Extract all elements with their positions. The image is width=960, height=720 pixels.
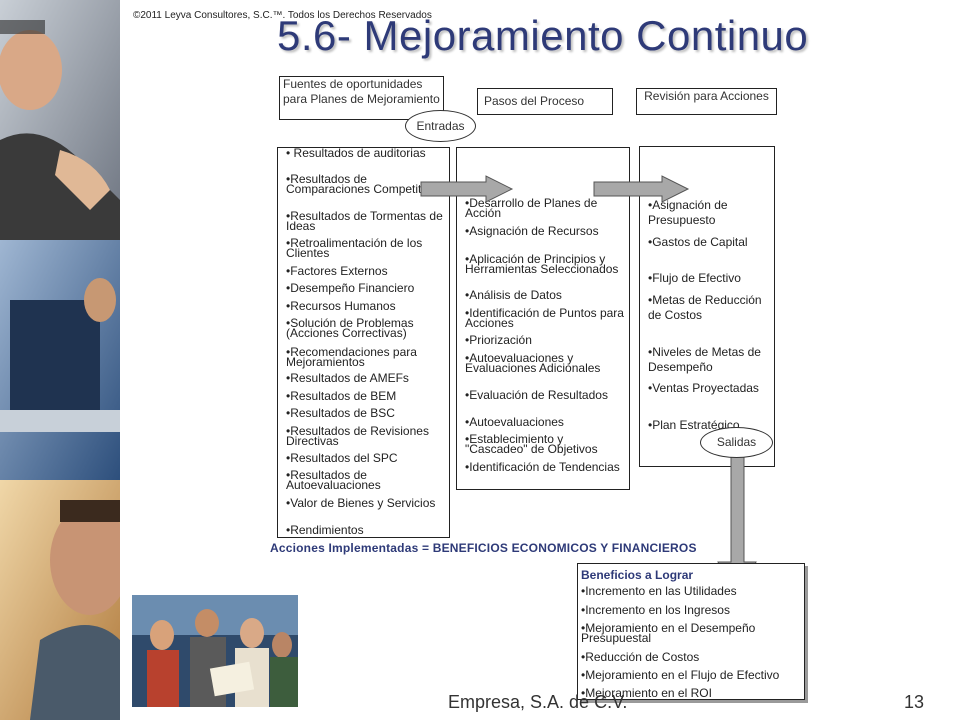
input-item: •Solución de Problemas (Acciones Correct… (286, 316, 414, 340)
review-item: •Niveles de Metas de Desempeño (648, 345, 761, 374)
sources-header-box: Fuentes de oportunidades para Planes de … (279, 76, 444, 120)
input-item: •Resultados de Tormentas de Ideas (286, 209, 443, 233)
process-item: •Desarrollo de Planes de Acción (465, 196, 598, 220)
input-item: •Recomendaciones para Mejoramientos (286, 345, 417, 369)
review-item: •Metas de Reducción de Costos (648, 293, 762, 322)
input-item: •Resultados de BEM (286, 389, 397, 403)
review-header-text: Revisión para Acciones (644, 89, 769, 103)
review-item: •Ventas Proyectadas (648, 381, 759, 395)
benefit-item: •Incremento en los Ingresos (581, 603, 730, 617)
outputs-ellipse: Salidas (700, 427, 773, 458)
input-item: •Rendimientos (286, 523, 364, 537)
process-item: •Autoevaluaciones y Evaluaciones Adicion… (465, 351, 601, 375)
input-item: •Resultados de AMEFs (286, 371, 409, 385)
review-item: •Gastos de Capital (648, 235, 748, 249)
copyright-notice: ©2011 Leyva Consultores, S.C.™. Todos lo… (133, 10, 432, 21)
input-item: •Resultados de BSC (286, 406, 395, 420)
page-title: 5.6- Mejoramiento Continuo (277, 12, 809, 59)
page-number: 13 (904, 692, 925, 712)
input-item: •Desempeño Financiero (286, 281, 415, 295)
input-item: •Recursos Humanos (286, 299, 396, 313)
process-item: •Autoevaluaciones (465, 415, 564, 429)
benefits-box: Beneficios a Lograr •Incremento en las U… (577, 563, 805, 700)
sources-header-text: Fuentes de oportunidades para Planes de … (283, 77, 440, 106)
input-item: •Resultados de Autoevaluaciones (286, 468, 381, 492)
result-statement: Acciones Implementadas = BENEFICIOS ECON… (270, 541, 697, 555)
input-item: •Factores Externos (286, 264, 388, 278)
team-photo-graphic (132, 595, 298, 707)
input-item: •Resultados del SPC (286, 451, 398, 465)
process-item: •Análisis de Datos (465, 288, 562, 302)
process-item: •Identificación de Puntos para Acciones (465, 306, 624, 330)
input-item: •Valor de Bienes y Servicios (286, 496, 436, 510)
benefit-item: •Reducción de Costos (581, 650, 700, 664)
input-item: •Retroalimentación de los Clientes (286, 236, 423, 260)
inputs-ellipse: Entradas (405, 110, 476, 142)
inputs-label: Entradas (416, 119, 465, 133)
arrow-process-to-review (593, 175, 690, 203)
review-item: •Asignación de Presupuesto (648, 198, 728, 227)
review-header-box: Revisión para Acciones (636, 88, 777, 115)
steps-header-box: Pasos del Proceso (477, 88, 613, 115)
outputs-label: Salidas (716, 435, 757, 449)
benefit-item: •Mejoramiento en el Flujo de Efectivo (581, 668, 780, 682)
benefit-item: •Mejoramiento en el Desempeño Presupuest… (581, 621, 756, 645)
input-item: • Resultados de auditorias (286, 146, 426, 160)
benefits-title: Beneficios a Lograr (581, 568, 694, 582)
process-item: •Evaluación de Resultados (465, 388, 608, 402)
input-item: •Resultados de Comparaciones Competitiva… (286, 172, 443, 196)
process-item: •Asignación de Recursos (465, 224, 599, 238)
photo-strip (0, 0, 120, 720)
process-column: •Desarrollo de Planes de Acción •Asignac… (456, 147, 630, 490)
team-photo (132, 595, 298, 707)
inputs-column: • Resultados de auditorias •Resultados d… (277, 147, 450, 538)
process-item: •Aplicación de Principios y Herramientas… (465, 252, 619, 276)
process-item: •Priorización (465, 333, 532, 347)
process-item: •Identificación de Tendencias (465, 460, 620, 474)
photo-strip-graphic (0, 0, 120, 720)
review-column: •Asignación de Presupuesto •Gastos de Ca… (639, 146, 775, 467)
company-name: Empresa, S.A. de C.V. (448, 692, 628, 712)
steps-header-text: Pasos del Proceso (484, 94, 585, 108)
benefit-item: •Incremento en las Utilidades (581, 584, 737, 598)
input-item: •Resultados de Revisiones Directivas (286, 424, 429, 448)
review-item: •Flujo de Efectivo (648, 271, 741, 285)
benefit-item: •Mejoramiento en el ROI (581, 686, 712, 700)
process-item: •Establecimiento y "Cascadeo" de Objetiv… (465, 432, 598, 456)
arrow-inputs-to-process (420, 175, 514, 203)
